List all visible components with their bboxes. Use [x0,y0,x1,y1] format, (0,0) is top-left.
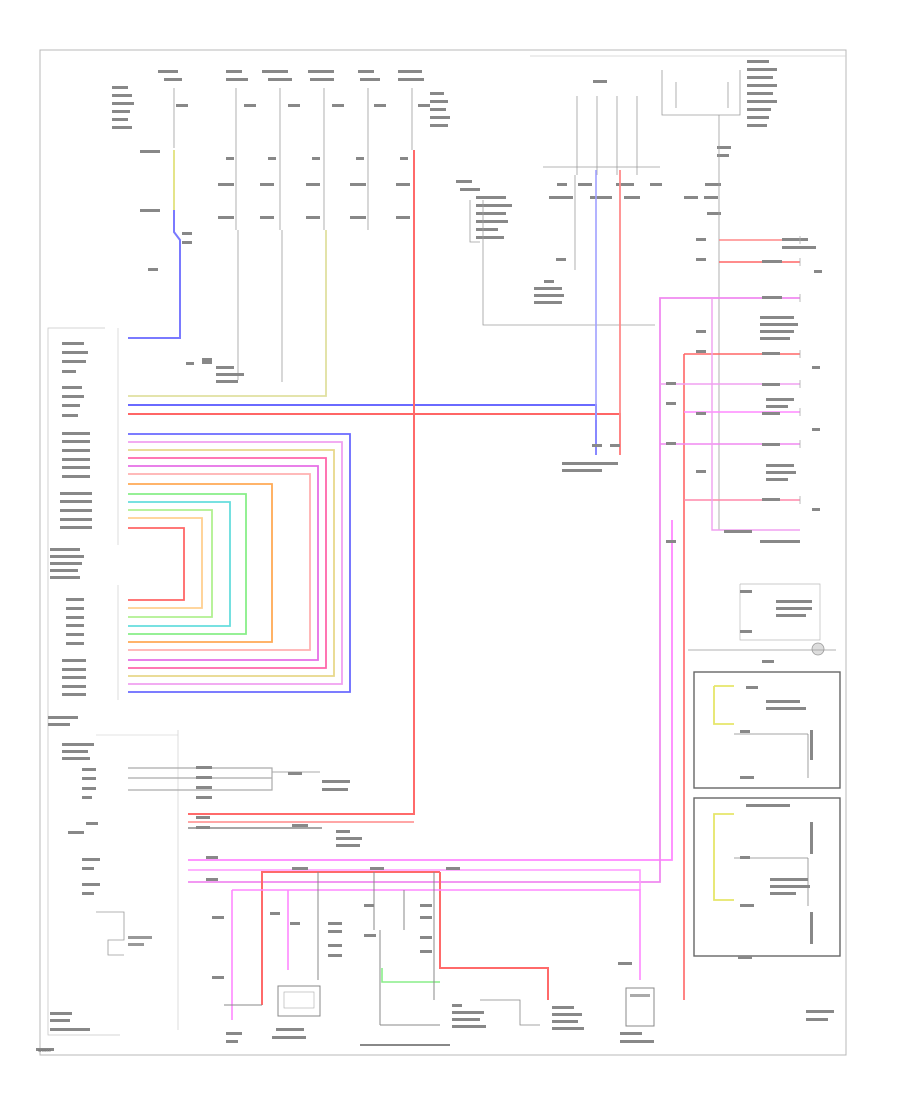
switch-box-lower [693,797,841,1021]
harness-wires [128,150,800,1026]
fuse-supply-wires [173,88,413,382]
diagram-border [39,49,847,1056]
relay-wires-top-right [469,70,741,530]
right-panel-labels [666,238,822,543]
combination-meter-unit [36,327,179,1051]
switch-box-upper [693,671,841,789]
bottom-connectors [196,766,655,1046]
pin-ground-note [186,358,620,472]
diagram-code: W0000 [38,1048,51,1053]
sensor-block [688,583,836,663]
relay-block-top-right [456,60,777,304]
fuse-block-top [112,70,450,271]
